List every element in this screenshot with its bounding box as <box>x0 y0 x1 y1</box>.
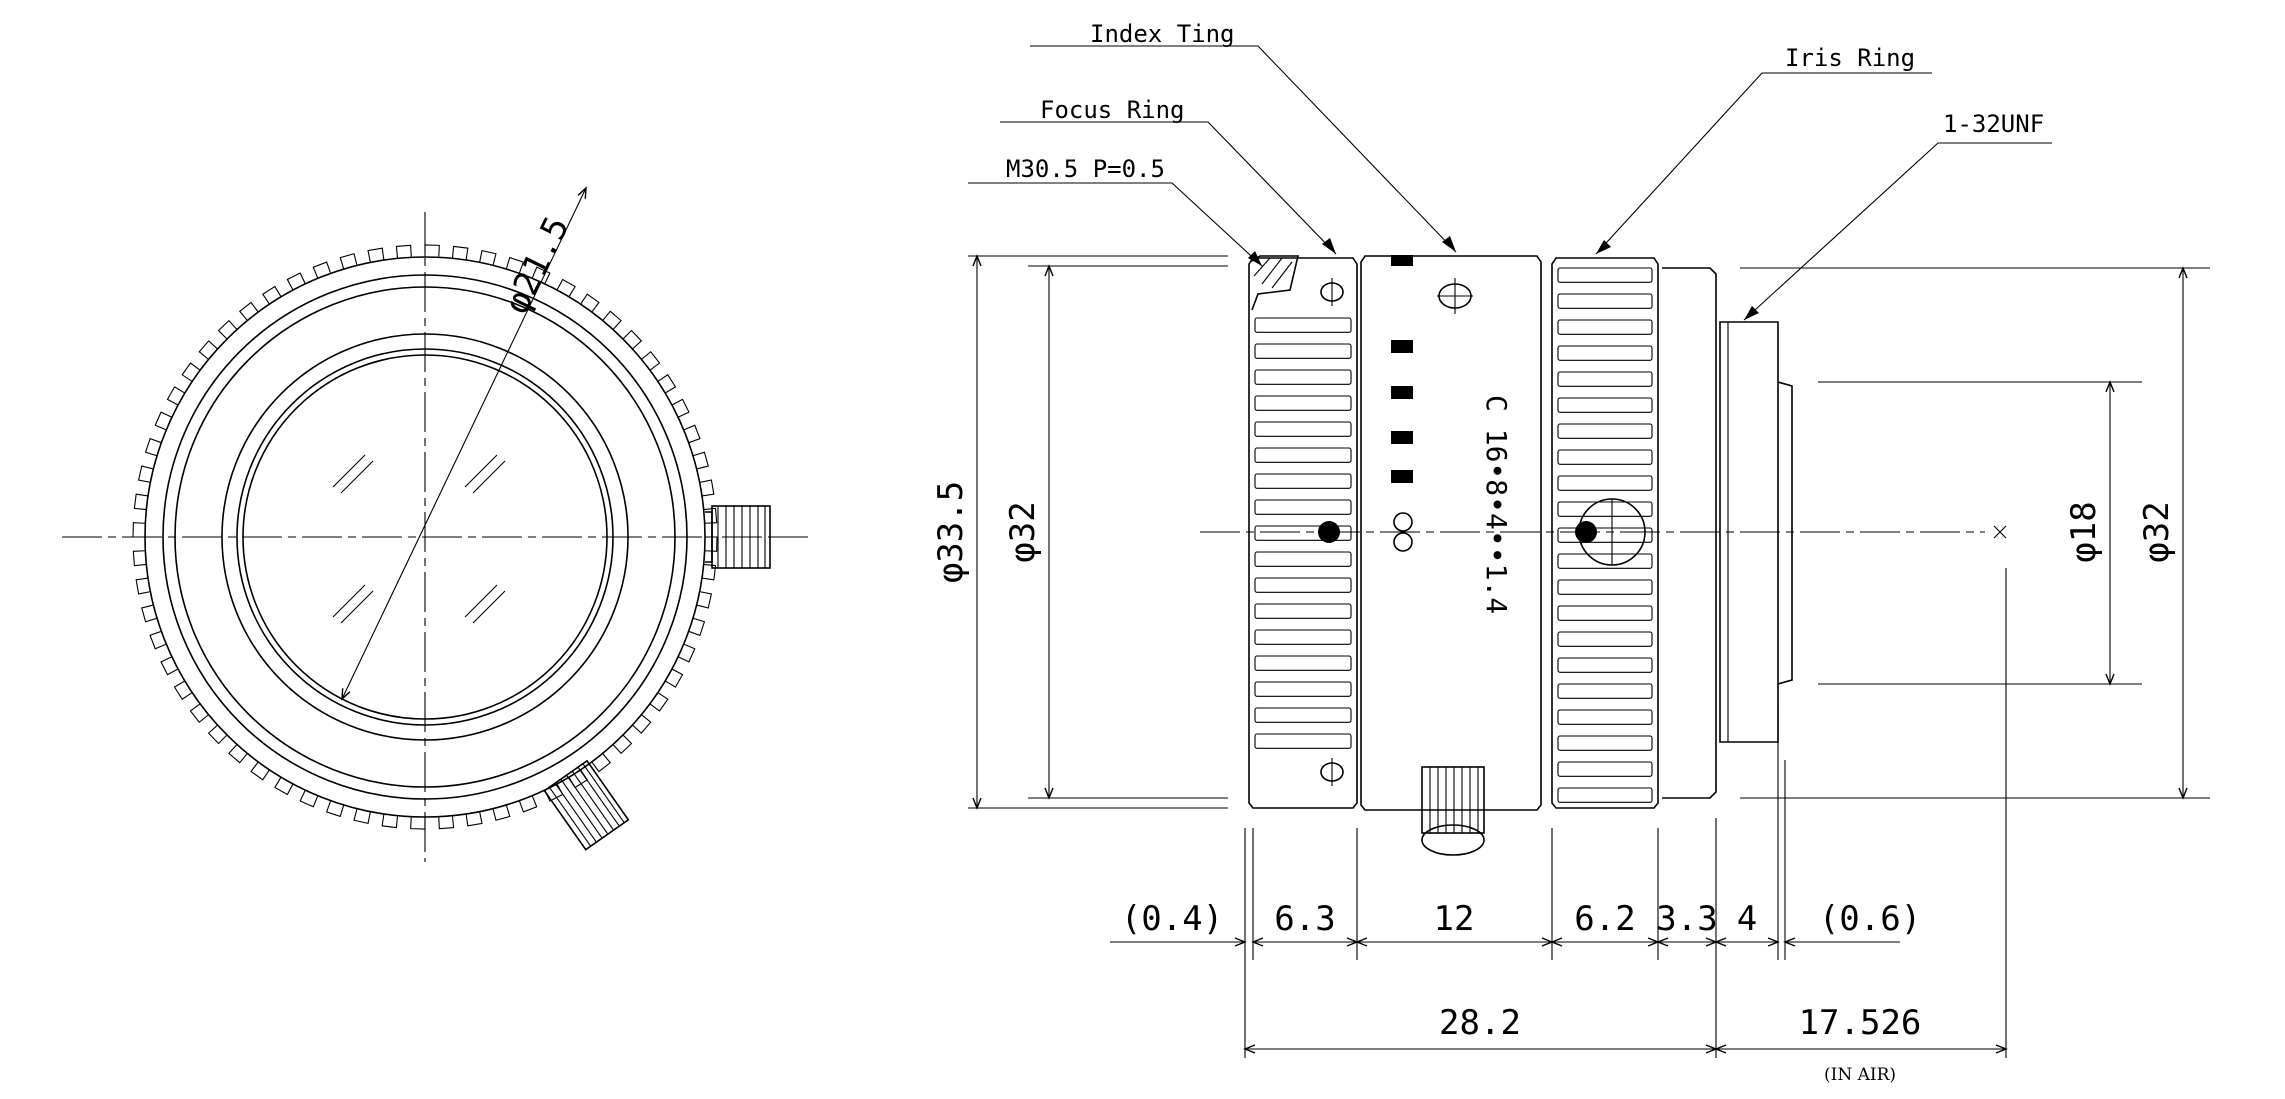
dia-mount-label: φ18 <box>2064 501 2104 562</box>
iris-lock-screw <box>543 759 630 851</box>
length-dims-row2: 28.2 17.526 (IN AIR) <box>1243 1003 2008 1085</box>
index-ring: C 16•8•4••1.4 <box>1360 255 1542 811</box>
dim-label-5: 4 <box>1737 899 1757 939</box>
focus-lock-screw <box>705 505 808 569</box>
side-view: C 16•8•4••1.4 <box>931 20 2210 1085</box>
dia-dim-rear: φ32 <box>2137 266 2188 800</box>
callout-focus-ring-label: Focus Ring <box>1040 96 1185 124</box>
dim-label-3: 6.2 <box>1574 899 1635 939</box>
dim-label-2: 12 <box>1434 899 1475 939</box>
infinity-symbol <box>1393 512 1413 552</box>
dia-dim-mount: φ18 <box>2064 380 2115 686</box>
dia-rear-label: φ32 <box>2137 501 2177 562</box>
iris-ring <box>1551 257 1659 809</box>
flange-note-label: (IN AIR) <box>1824 1065 1896 1085</box>
iris-index-dot <box>1575 521 1597 543</box>
focus-screw-mark-top <box>1320 278 1344 306</box>
callout-mount: 1-32UNF <box>1743 110 2052 321</box>
callout-index-ring-label: Index Ting <box>1090 20 1235 48</box>
focus-index-dot <box>1318 521 1340 543</box>
length-dim-labels-row1: (0.4) 6.3 12 6.2 3.3 4 (0.6) <box>1121 899 1921 939</box>
front-diameter-dimension: φ21.5 <box>341 186 587 701</box>
callout-iris-ring-label: Iris Ring <box>1785 44 1915 72</box>
callout-mount-label: 1-32UNF <box>1943 110 2044 138</box>
dia-outer-label: φ33.5 <box>931 481 971 583</box>
image-plane-mark <box>1993 525 2007 539</box>
front-view-centerlines <box>62 212 808 862</box>
front-view: φ21.5 <box>62 186 808 862</box>
iris-lock-screw-side <box>1421 766 1485 856</box>
callout-thread-label: M30.5 P=0.5 <box>1006 155 1165 183</box>
front-diameter-label: φ21.5 <box>497 210 578 320</box>
total-length-label: 28.2 <box>1439 1003 1521 1043</box>
focus-ring-grooves <box>1254 317 1352 749</box>
rear-body <box>1662 267 1717 799</box>
index-screw-mark <box>1437 278 1473 314</box>
flange-back-label: 17.526 <box>1799 1003 1922 1043</box>
focus-screw-mark-bottom <box>1320 758 1344 786</box>
dim-label-0: (0.4) <box>1121 899 1223 939</box>
dia-dim-body: φ32 <box>1003 264 1054 800</box>
dim-label-4: 3.3 <box>1656 899 1717 939</box>
dim-label-1: 6.3 <box>1274 899 1335 939</box>
callout-focus-ring: Focus Ring <box>1000 96 1337 255</box>
dia-dim-outer: φ33.5 <box>931 254 982 810</box>
iris-ring-grooves <box>1557 267 1653 803</box>
callout-thread: M30.5 P=0.5 <box>968 155 1263 267</box>
callout-iris-ring: Iris Ring <box>1595 44 1932 255</box>
dim-label-6: (0.6) <box>1819 899 1921 939</box>
front-thread <box>1249 255 1300 311</box>
callout-index-ring: Index Ting <box>1030 20 1457 253</box>
focus-ring <box>1248 257 1358 809</box>
iris-scale-text: C 16•8•4••1.4 <box>1480 395 1513 614</box>
dia-body-label: φ32 <box>1003 501 1043 562</box>
